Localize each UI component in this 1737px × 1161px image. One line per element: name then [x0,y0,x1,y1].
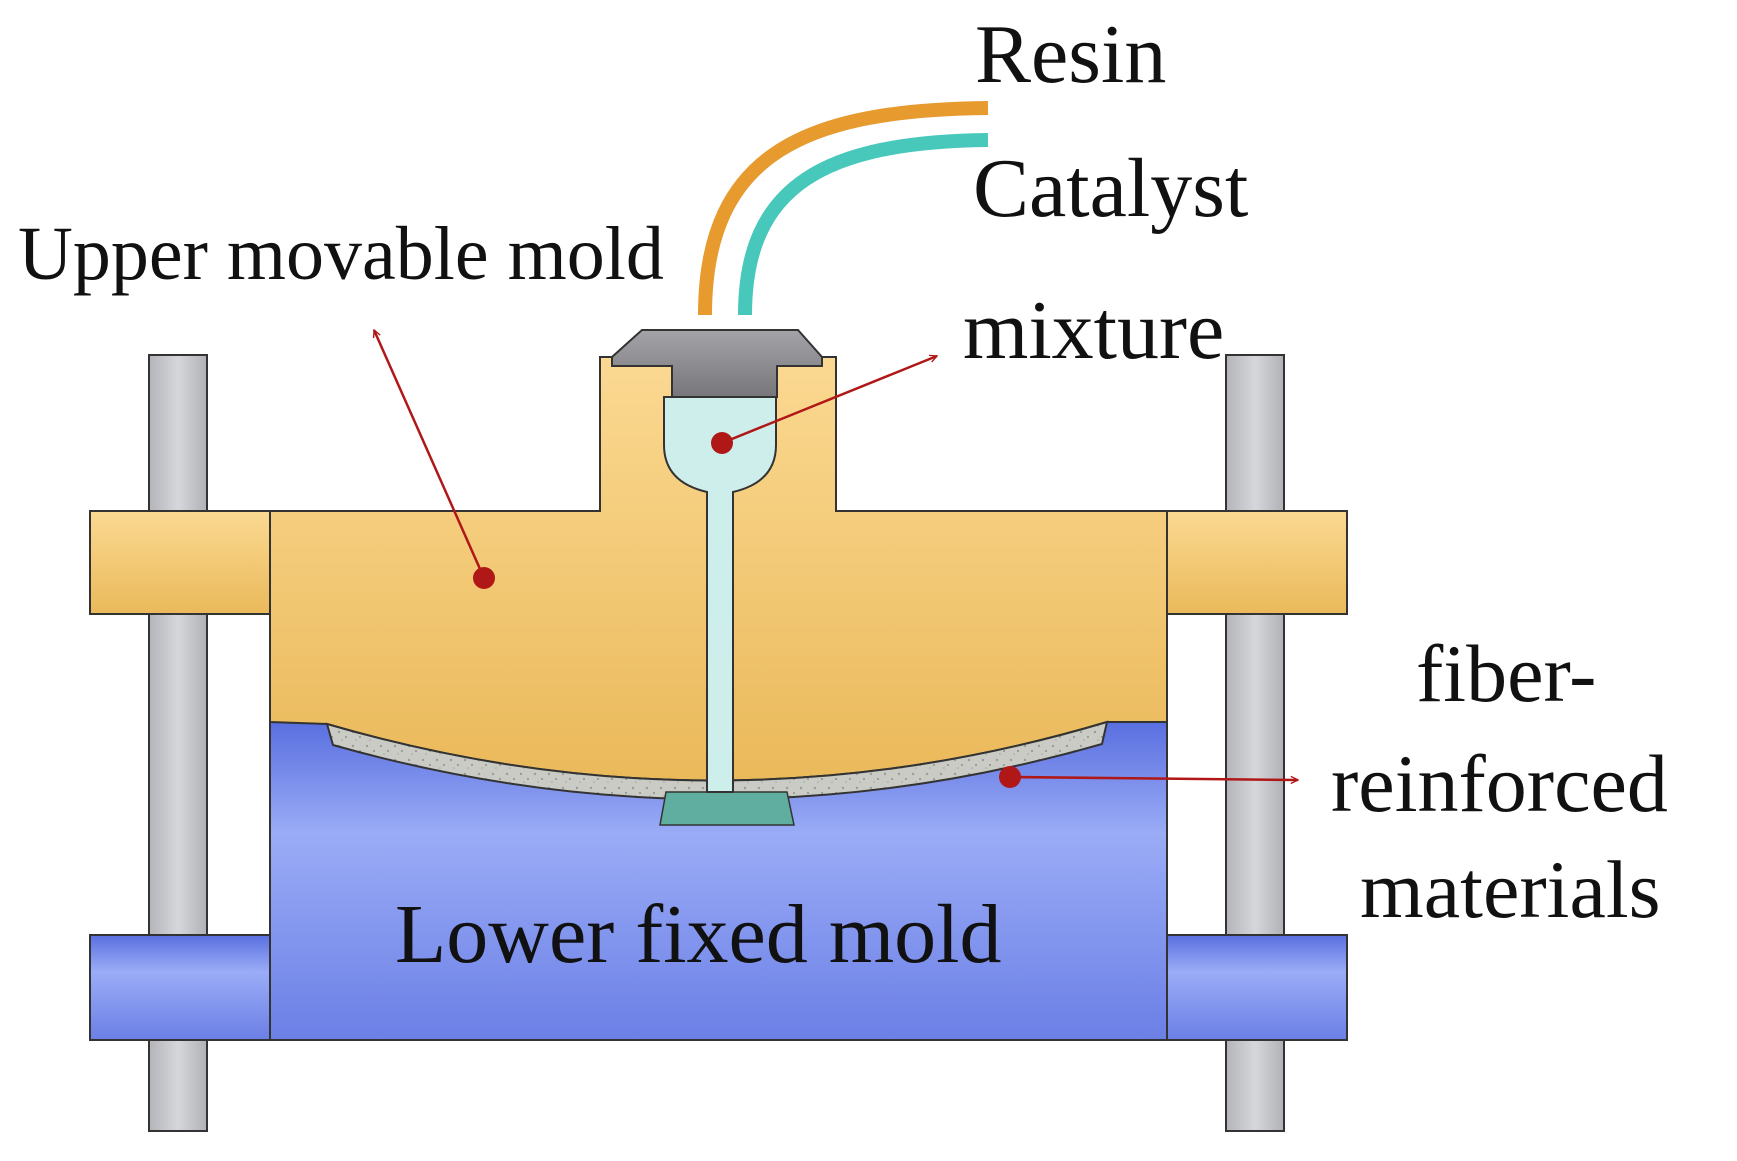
fiber-pointer [1009,777,1298,780]
upper-mold-pointer [372,330,486,579]
lower-left-flange [89,934,271,1041]
upper-left-flange [89,510,271,615]
catalyst-tube [738,133,989,316]
upper-right-flange [1166,510,1348,615]
mixture-label: mixture [963,284,1225,377]
mixture-pointer [721,356,937,445]
fiber-reinforced-layer [325,720,1109,801]
lower-mold-label: Lower fixed mold [395,888,1002,981]
upper-mold-dot [473,567,495,589]
fiber-dot [999,766,1021,788]
resin-tube [698,101,989,316]
fiber-label-line-1: fiber- [1416,628,1597,719]
injection-head [611,329,823,398]
mixture-chamber [663,396,777,793]
mixture-dot [711,432,733,454]
resin-label: Resin [975,8,1167,101]
lower-right-flange [1166,934,1348,1041]
fiber-label-line-2: reinforced [1331,738,1668,829]
catalyst-label: Catalyst [973,142,1249,235]
resin-infusion-zone [659,791,795,826]
upper-mold-label: Upper movable mold [18,212,664,296]
fiber-label-line-3: materials [1360,844,1661,935]
